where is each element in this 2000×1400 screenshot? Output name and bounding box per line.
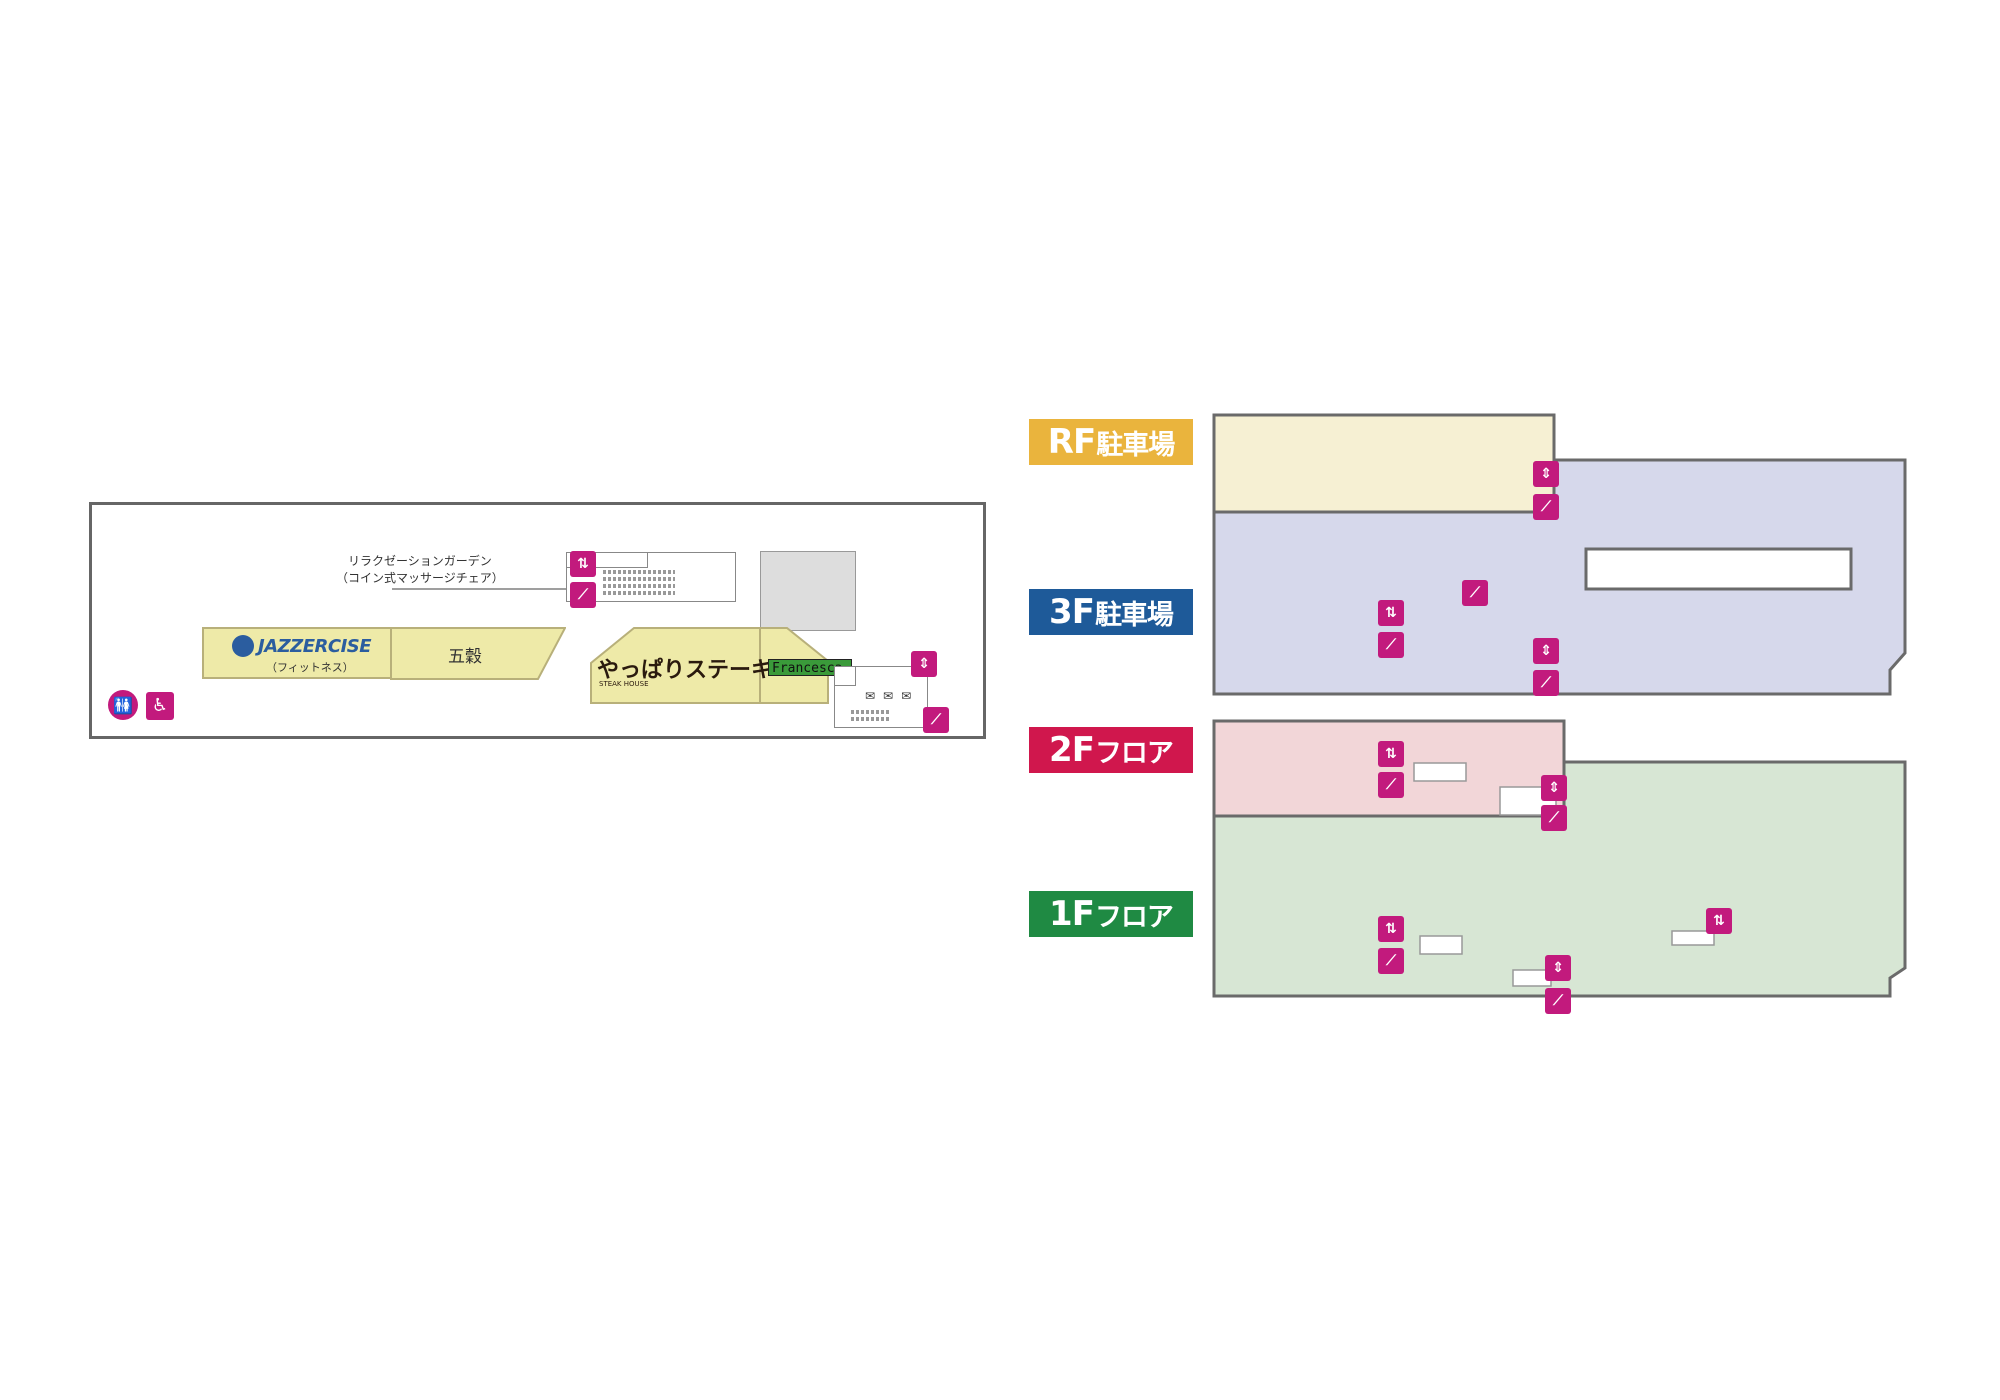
elevator-icon: ⇕ [1533, 461, 1559, 487]
gokoku-tenant-shape [390, 627, 566, 680]
francesca-sign[interactable]: Francesca [768, 659, 852, 676]
stairs-icon: ⟋ [1378, 632, 1404, 658]
floor-3f-void [1584, 547, 1853, 591]
elevator-icon: ⇕ [1533, 638, 1559, 664]
floor-2f-number: 2F [1049, 730, 1095, 770]
floor-3f-suffix: 駐車場 [1094, 599, 1174, 631]
elevator-icon: ⇕ [1545, 955, 1571, 981]
stairs-icon: ⟋ [1545, 988, 1571, 1014]
jazzercise-sub: （フィットネス） [266, 661, 354, 674]
elevator-icon: ⇕ [1541, 775, 1567, 801]
floor-plan: リラクゼーションガーデン （コイン式マッサージチェア） ⇅ ⟋ JAZZERCI… [89, 502, 986, 739]
floor-rf-number: RF [1047, 422, 1096, 462]
stairs-icon: ⟋ [1541, 805, 1567, 831]
escalator-icon: ⇅ [1378, 600, 1404, 626]
floor-3f-number: 3F [1049, 592, 1095, 632]
floor-2f-suffix: フロア [1094, 737, 1174, 769]
escalator-icon: ⇅ [1378, 916, 1404, 942]
stairs-icon: ⟋ [1378, 772, 1404, 798]
escalator-icon: ⇅ [570, 551, 596, 577]
restroom-icon: 🚻 [108, 690, 138, 720]
stairs-icon: ⟋ [923, 707, 949, 733]
elevator-icon: ⇕ [911, 651, 937, 677]
relaxation-garden-name: リラクゼーションガーデン [348, 554, 492, 568]
service-area [760, 551, 856, 631]
stairs-icon: ⟋ [1462, 580, 1488, 606]
relaxation-garden-note: （コイン式マッサージチェア） [336, 571, 504, 585]
steak-logo[interactable]: やっぱりステーキ [597, 658, 774, 683]
jazzercise-tenant[interactable]: JAZZERCISE （フィットネス） [202, 627, 392, 679]
floor-1f-number: 1F [1049, 894, 1095, 934]
stairs-icon: ⟋ [1533, 670, 1559, 696]
floor-rf-suffix: 駐車場 [1096, 429, 1175, 461]
jazzercise-logo: JAZZERCISE [258, 635, 372, 657]
steak-sub: STEAK HOUSE [599, 680, 649, 688]
overview-map [1212, 413, 1907, 998]
stairs-icon: ⟋ [570, 582, 596, 608]
escalator-icon: ⇅ [1378, 741, 1404, 767]
wheelchair-icon: ♿ [146, 692, 174, 720]
floor-1f-suffix: フロア [1094, 901, 1174, 933]
escalator-icon: ⇅ [1706, 908, 1732, 934]
stairs-icon: ⟋ [1533, 494, 1559, 520]
floor-rf-area [1212, 413, 1556, 514]
locker-icons: ✉✉✉ [865, 689, 920, 703]
stairs-icon: ⟋ [1378, 948, 1404, 974]
gokoku-tenant[interactable]: 五穀 [448, 647, 482, 667]
jazzercise-logo-icon [232, 635, 254, 657]
relaxation-garden-label: リラクゼーションガーデン （コイン式マッサージチェア） [336, 553, 504, 587]
